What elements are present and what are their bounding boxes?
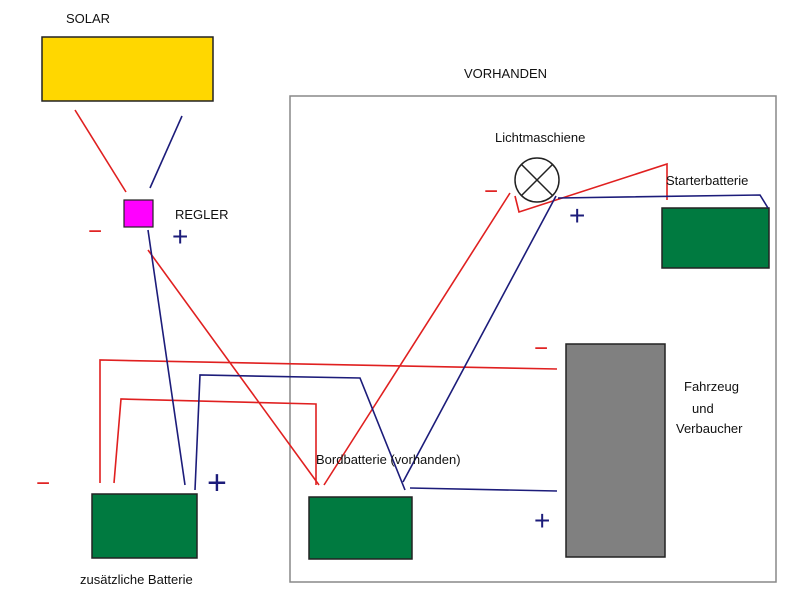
minus-sign-lichtmaschine: − bbox=[484, 178, 499, 205]
plus-sign-regler: + bbox=[172, 221, 189, 252]
wire-lichtmaschine-starter-neg bbox=[514, 162, 668, 214]
wire-zusatz-fahrzeug-neg bbox=[99, 359, 558, 483]
zusaetzliche-batterie bbox=[91, 493, 198, 559]
label-lichtmaschiene: Lichtmaschiene bbox=[495, 130, 586, 145]
regler-box bbox=[123, 199, 154, 228]
starterbatterie bbox=[661, 207, 770, 269]
label-vorhanden: VORHANDEN bbox=[464, 66, 548, 81]
minus-sign-zusatz: − bbox=[36, 470, 51, 497]
plus-sign-lichtmaschine: + bbox=[569, 200, 586, 231]
positive-wires bbox=[147, 115, 769, 492]
wire-solar-regler-pos bbox=[149, 115, 183, 189]
wire-regler-zusatz-pos bbox=[147, 229, 186, 486]
wire-bord-lichtmaschine-pos bbox=[402, 195, 557, 483]
vorhanden-frame bbox=[289, 95, 777, 583]
bordbatterie bbox=[308, 496, 413, 560]
plus-sign-zusatz: + bbox=[207, 464, 227, 502]
wire-zusatz-bord-neg bbox=[113, 398, 317, 485]
wire-bord-lichtmaschine-neg bbox=[323, 192, 511, 486]
label-fahrzeug-line3: Verbaucher bbox=[676, 421, 743, 436]
label-bordbatterie: Bordbatterie (vorhanden) bbox=[316, 452, 461, 467]
label-regler: REGLER bbox=[175, 207, 229, 222]
solar-panel bbox=[41, 36, 214, 102]
label-fahrzeug-line1: Fahrzeug bbox=[684, 379, 739, 394]
wire-bord-fahrzeug-pos bbox=[409, 487, 558, 492]
wire-solar-regler-neg bbox=[74, 109, 127, 193]
wire-regler-bordbatterie-neg bbox=[147, 249, 320, 486]
minus-sign-fahrzeug: − bbox=[534, 335, 549, 362]
label-starterbatterie: Starterbatterie bbox=[666, 173, 749, 188]
wire-zusatz-bord-pos bbox=[194, 374, 406, 491]
lichtmaschine-symbol bbox=[514, 157, 560, 203]
label-zusaetzliche-batterie: zusätzliche Batterie bbox=[80, 572, 193, 587]
fahrzeug-verbraucher bbox=[565, 343, 666, 558]
negative-wires bbox=[74, 109, 668, 486]
plus-sign-fahrzeug: + bbox=[534, 505, 551, 536]
wire-lichtmaschine-starter-pos bbox=[557, 194, 769, 209]
label-fahrzeug-line2: und bbox=[692, 401, 714, 416]
label-solar: SOLAR bbox=[66, 11, 111, 26]
minus-sign-regler: − bbox=[88, 218, 103, 245]
